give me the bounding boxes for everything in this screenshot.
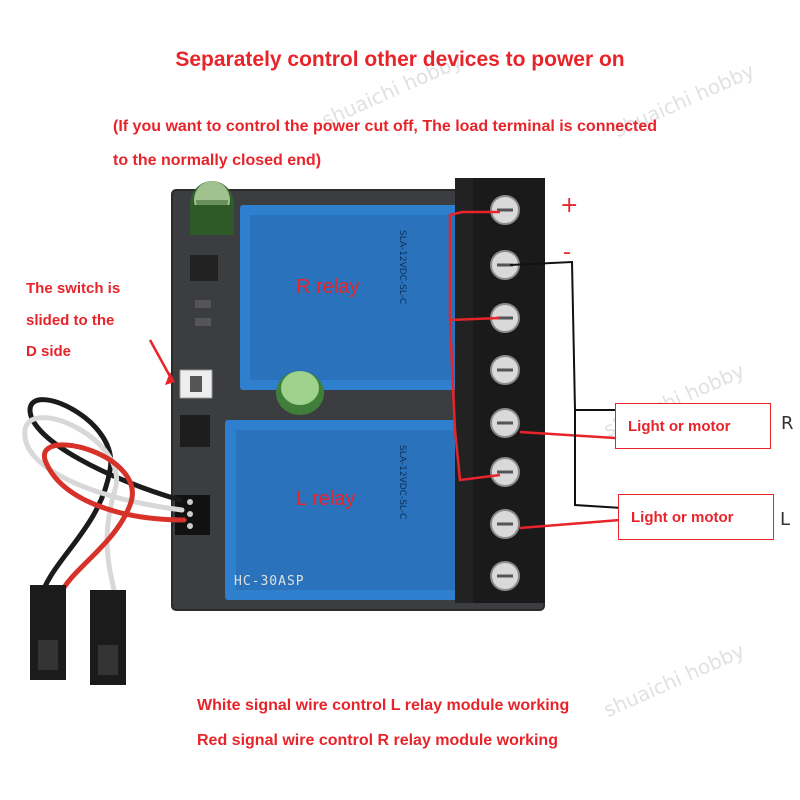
bottom-line-1: White signal wire control L relay module… — [197, 697, 570, 714]
load-side-l: L — [780, 509, 791, 530]
bottom-line-2: Red signal wire control R relay module w… — [197, 732, 558, 749]
switch-note-line-1: The switch is — [26, 280, 121, 297]
terminal-block — [455, 178, 545, 603]
capacitor-top — [190, 181, 234, 235]
relay-r-label: R relay — [296, 276, 360, 298]
relay-r: SLA-12VDC-SL-C — [240, 205, 470, 390]
load-label-r: Light or motor — [628, 417, 731, 435]
note-line-1: (If you want to control the power cut of… — [113, 118, 658, 135]
relay-l-label: L relay — [296, 488, 356, 510]
black-wiring — [509, 260, 623, 509]
relay-l-print: SLA-12VDC-SL-C — [397, 445, 407, 519]
terminal-plus-sign: + — [560, 193, 579, 218]
switch-note-line-2: slided to the — [26, 312, 115, 329]
relay-l: SLA-12VDC-SL-C — [225, 420, 470, 600]
load-box-r: Light or motor — [615, 403, 771, 449]
load-box-l: Light or motor — [618, 494, 774, 540]
capacitor-middle — [276, 371, 324, 415]
board-model: HC-30ASP — [234, 574, 305, 589]
servo-cables — [22, 397, 187, 603]
slide-switch — [179, 369, 213, 399]
red-wiring — [148, 210, 621, 530]
note-line-2: to the normally closed end) — [113, 152, 322, 169]
dupont-connectors — [30, 585, 126, 685]
terminal-minus-sign: - — [563, 240, 571, 265]
switch-note-line-3: D side — [26, 343, 72, 360]
load-label-l: Light or motor — [631, 508, 734, 526]
load-side-r: R — [781, 413, 794, 434]
relay-r-print: SLA-12VDC-SL-C — [397, 230, 407, 304]
page-title: Separately control other devices to powe… — [175, 48, 625, 71]
